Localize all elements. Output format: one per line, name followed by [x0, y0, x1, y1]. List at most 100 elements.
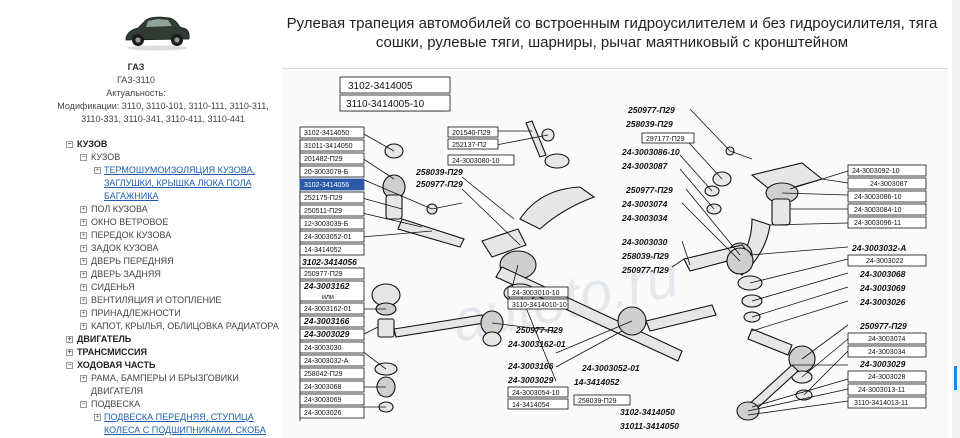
vehicle-brand: ГАЗ: [127, 62, 145, 72]
svg-text:24-3003087: 24-3003087: [621, 161, 669, 171]
page-title: Рулевая трапеция автомобилей со встроенн…: [286, 15, 938, 51]
sidebar: ГАЗ ГАЗ-3110 Актуальность: Модификации: …: [0, 0, 279, 438]
expand-icon[interactable]: +: [66, 349, 73, 356]
tree-item-body-sub[interactable]: − КУЗОВ: [80, 152, 121, 162]
expand-icon[interactable]: +: [80, 258, 87, 265]
svg-text:24-3003029: 24-3003029: [507, 375, 554, 385]
tree-item-body[interactable]: − КУЗОВ: [66, 139, 108, 149]
category-tree: − КУЗОВ − КУЗОВ + ТЕРМОШУМОИЗОЛЯЦИЯ КУЗО…: [66, 138, 279, 438]
svg-text:250977-П29: 250977-П29: [621, 265, 669, 275]
svg-text:24-3003029: 24-3003029: [859, 359, 906, 369]
parts-diagram[interactable]: autoto.ru: [282, 68, 948, 438]
svg-text:24-3003010-10: 24-3003010-10: [512, 290, 560, 297]
leader-lines: [299, 99, 849, 421]
svg-text:24-3003096-11: 24-3003096-11: [854, 220, 901, 227]
svg-text:24-3003022: 24-3003022: [866, 258, 903, 265]
label-3110-3414005-10: 3110-3414005-10: [346, 99, 425, 110]
svg-text:250511-П29: 250511-П29: [304, 208, 342, 215]
svg-text:3110-3414010-10: 3110-3414010-10: [512, 302, 567, 309]
expand-icon[interactable]: +: [80, 310, 87, 317]
collapse-icon[interactable]: −: [80, 154, 87, 161]
expand-icon[interactable]: +: [80, 271, 87, 278]
leaf-icon: +: [94, 414, 101, 421]
tree-item[interactable]: +ПРИНАДЛЕЖНОСТИ: [80, 308, 181, 318]
tree-item[interactable]: +ПОЛ КУЗОВА: [80, 204, 148, 214]
svg-text:250977-П29: 250977-П29: [304, 271, 343, 278]
leaf-icon: +: [94, 167, 101, 174]
svg-text:250977-П29: 250977-П29: [415, 179, 463, 189]
svg-text:250977-П29: 250977-П29: [627, 105, 675, 115]
svg-text:24-3003162: 24-3003162: [303, 281, 350, 291]
tree-item[interactable]: +ЗАДОК КУЗОВА: [80, 243, 159, 253]
svg-text:24-3003086-10: 24-3003086-10: [621, 147, 680, 157]
svg-text:24-3003068: 24-3003068: [304, 384, 341, 391]
tree-link-insulation[interactable]: + ТЕРМОШУМОИЗОЛЯЦИЯ КУЗОВА, ЗАГЛУШКИ, КР…: [94, 165, 256, 201]
svg-text:24-3003087: 24-3003087: [870, 181, 907, 188]
tree-item-suspension[interactable]: −ПОДВЕСКА: [80, 399, 141, 409]
svg-text:3102-3414050: 3102-3414050: [620, 407, 675, 417]
expand-icon[interactable]: +: [80, 206, 87, 213]
tree-link-front-suspension[interactable]: + ПОДВЕСКА ПЕРЕДНЯЯ, СТУПИЦА КОЛЕСА С ПО…: [94, 412, 266, 435]
svg-text:24-3003034: 24-3003034: [868, 349, 905, 356]
tree-item-engine[interactable]: +ДВИГАТЕЛЬ: [66, 334, 132, 344]
svg-text:14-3414052: 14-3414052: [304, 247, 341, 254]
collapse-icon[interactable]: −: [66, 141, 73, 148]
svg-text:24-3003092-10: 24-3003092-10: [852, 168, 900, 175]
svg-text:258042-П29: 258042-П29: [304, 371, 343, 378]
expand-icon[interactable]: +: [80, 245, 87, 252]
expand-icon[interactable]: +: [80, 232, 87, 239]
svg-text:24-3003069: 24-3003069: [859, 283, 906, 293]
svg-text:250977-П29: 250977-П29: [515, 325, 563, 335]
tree-item[interactable]: +ВЕНТИЛЯЦИЯ И ОТОПЛЕНИЕ: [80, 295, 222, 305]
svg-text:252137-П2: 252137-П2: [452, 142, 487, 149]
tree-item[interactable]: +ПЕРЕДОК КУЗОВА: [80, 230, 172, 240]
svg-text:3110-3414013-11: 3110-3414013-11: [854, 400, 908, 407]
vehicle-model: ГАЗ-3110: [117, 75, 155, 85]
center-labels: 201540-П29 252137-П2 24-3003080-10 25803…: [415, 126, 679, 431]
svg-text:20-3003078-Б: 20-3003078-Б: [304, 169, 349, 176]
tree-item[interactable]: +ОКНО ВЕТРОВОЕ: [80, 217, 169, 227]
tree-item-chassis[interactable]: −ХОДОВАЯ ЧАСТЬ: [66, 360, 156, 370]
tree-item[interactable]: +ДВЕРЬ ЗАДНЯЯ: [80, 269, 161, 279]
upper-right-labels: 250977-П29 258039-П29 297177-П29 24-3003…: [621, 105, 695, 275]
svg-text:3102-3414050: 3102-3414050: [304, 130, 349, 137]
tree-item[interactable]: +СИДЕНЬЯ: [80, 282, 135, 292]
expand-icon[interactable]: +: [80, 375, 87, 382]
tree-item[interactable]: +ДВЕРЬ ПЕРЕДНЯЯ: [80, 256, 174, 266]
svg-text:24-3003026: 24-3003026: [859, 297, 906, 307]
expand-icon[interactable]: +: [80, 297, 87, 304]
svg-text:258039-П29: 258039-П29: [621, 251, 669, 261]
actuality-label: Актуальность:: [106, 88, 166, 98]
svg-text:24-3003068: 24-3003068: [859, 269, 906, 279]
left-labels: 3102-3414050 31011-3414050 201482-П29 20…: [299, 126, 365, 419]
right-labels: 24-3003092-10 24-3003087 24-3003086-10 2…: [847, 164, 927, 409]
svg-text:12-3003039-Б: 12-3003039-Б: [304, 221, 349, 228]
svg-text:24-3003026: 24-3003026: [304, 410, 341, 417]
svg-text:250977-П29: 250977-П29: [859, 321, 907, 331]
tree-item[interactable]: +КАПОТ, КРЫЛЬЯ, ОБЛИЦОВКА РАДИАТОРА: [80, 321, 279, 331]
top-labels: 3102-3414005 3110-3414005-10: [339, 76, 451, 112]
svg-text:24-3003034: 24-3003034: [621, 213, 668, 223]
svg-text:24-3003029: 24-3003029: [303, 329, 350, 339]
collapse-icon[interactable]: −: [66, 362, 73, 369]
expand-icon[interactable]: +: [66, 336, 73, 343]
svg-text:24-3003013-11: 24-3003013-11: [858, 387, 905, 394]
tree-item-transmission[interactable]: +ТРАНСМИССИЯ: [66, 347, 147, 357]
tree-item[interactable]: +РАМА, БАМПЕРЫ И БРЫЗГОВИКИ ДВИГАТЕЛЯ: [80, 373, 239, 396]
collapse-icon[interactable]: −: [80, 401, 87, 408]
car-thumbnail[interactable]: [122, 8, 192, 54]
svg-text:24-3003084-10: 24-3003084-10: [854, 207, 902, 214]
svg-text:или: или: [322, 294, 334, 301]
svg-text:14-3414054: 14-3414054: [512, 402, 549, 409]
page-scrollbar[interactable]: [952, 0, 960, 438]
expand-icon[interactable]: +: [80, 284, 87, 291]
svg-text:24-3003032-А: 24-3003032-А: [304, 358, 349, 365]
modifications-text: Модификации: 3110, 3110-101, 3110-111, 3…: [57, 101, 269, 124]
svg-text:3102-3414056: 3102-3414056: [302, 257, 357, 267]
svg-text:24-3003086-10: 24-3003086-10: [854, 194, 902, 201]
svg-text:24-3003166: 24-3003166: [507, 361, 554, 371]
svg-text:24-3003069: 24-3003069: [304, 397, 341, 404]
scroll-marker: [954, 366, 957, 390]
expand-icon[interactable]: +: [80, 323, 87, 330]
expand-icon[interactable]: +: [80, 219, 87, 226]
